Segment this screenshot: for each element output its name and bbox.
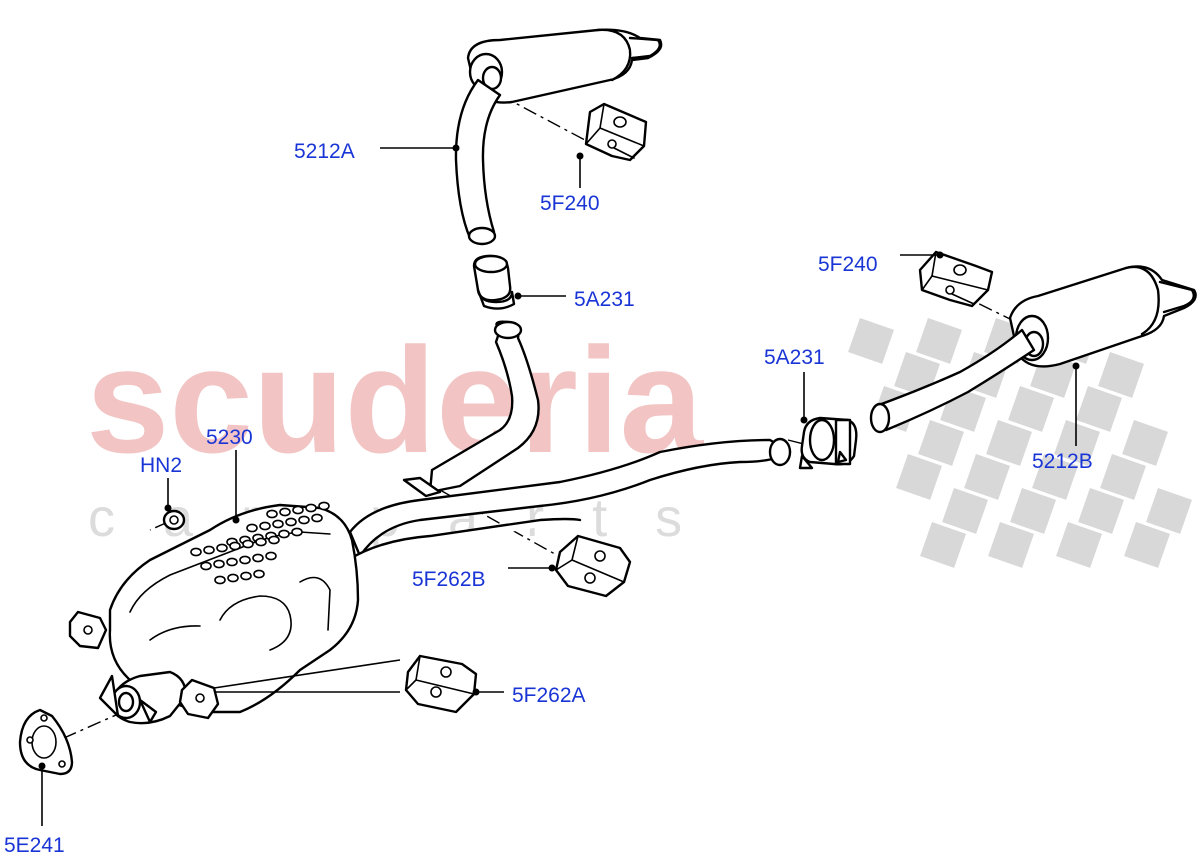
heat-shield-hole <box>240 571 252 581</box>
callout-clamp-upper: 5A231 <box>574 288 635 311</box>
watermark-checker-cell <box>920 522 966 568</box>
catalytic-converter <box>98 501 360 725</box>
callout-catalytic-converter: 5230 <box>206 426 253 449</box>
heat-shield-hole <box>265 551 277 561</box>
converter-heat-shield-holes <box>190 501 330 585</box>
heat-shield-hole <box>203 545 215 555</box>
watermark-checker-cell <box>1098 352 1144 398</box>
heat-shield-hole <box>266 509 278 519</box>
watermark: scuderia car parts <box>86 316 1192 568</box>
watermark-checker-cell <box>1078 488 1124 534</box>
watermark-checker-cell <box>1008 386 1054 432</box>
callout-gasket: 5E241 <box>4 834 65 857</box>
watermark-checker-cell <box>1100 454 1146 500</box>
insulator-right <box>918 250 994 308</box>
heat-shield-hole <box>272 519 284 529</box>
rear-muffler-left <box>454 28 663 246</box>
heat-shield-hole <box>268 535 280 545</box>
heat-shield-hole <box>239 555 251 565</box>
heat-shield-hole <box>242 539 254 549</box>
heat-shield-hole <box>190 547 202 557</box>
watermark-checker-cell <box>916 318 962 364</box>
watermark-checker-cell <box>1076 386 1122 432</box>
callout-labels: 5212A 5F240 5A231 5F240 5A231 5212B 5230… <box>4 140 1093 857</box>
heat-shield-hole <box>292 505 304 515</box>
heat-shield-hole <box>216 543 228 553</box>
heat-shield-hole <box>259 521 271 531</box>
intermediate-pipe <box>346 320 792 562</box>
callout-insulator-lower: 5F262A <box>512 684 586 707</box>
heat-shield-hole <box>252 553 264 563</box>
heat-shield-hole <box>229 541 241 551</box>
heat-shield-hole <box>214 575 226 585</box>
heat-shield-hole <box>227 573 239 583</box>
callout-insulator-center: 5F262B <box>412 568 486 591</box>
watermark-checker-cell <box>918 420 964 466</box>
watermark-checker-cell <box>896 454 942 500</box>
clamp-right <box>798 416 858 470</box>
heat-shield-hole <box>200 561 212 571</box>
heat-shield-hole <box>255 537 267 547</box>
watermark-checker-cell <box>1146 488 1192 534</box>
converter-insulator-left <box>68 610 108 650</box>
gasket <box>18 708 74 776</box>
heat-shield-hole <box>318 501 330 511</box>
callout-rear-pipe-b: 5212B <box>1032 450 1093 473</box>
watermark-checker-cell <box>942 488 988 534</box>
heat-shield-hole <box>285 517 297 527</box>
heat-shield-hole <box>311 513 323 523</box>
watermark-checker-cell <box>964 454 1010 500</box>
callout-nut: HN2 <box>140 454 182 477</box>
assembly-line-clamp-right <box>787 439 809 446</box>
heat-shield-hole <box>246 523 258 533</box>
callout-insulator-upper: 5F240 <box>540 192 600 215</box>
assembly-line-upper-insulator <box>499 94 601 149</box>
rear-muffler-right <box>869 265 1197 434</box>
heat-shield-hole <box>305 503 317 513</box>
heat-shield-hole <box>213 559 225 569</box>
converter-insulator-right <box>178 678 220 720</box>
heat-shield-hole <box>278 529 290 539</box>
heat-shield-hole <box>279 507 291 517</box>
insulator-lower <box>404 654 478 714</box>
callout-clamp-right: 5A231 <box>764 346 825 369</box>
watermark-brand-text: scuderia <box>86 316 705 484</box>
leader-lines <box>38 144 1080 826</box>
heat-shield-hole <box>298 515 310 525</box>
watermark-checker-cell <box>1124 522 1170 568</box>
callout-insulator-right: 5F240 <box>818 253 878 276</box>
heat-shield-hole <box>226 557 238 567</box>
watermark-checker-cell <box>1056 522 1102 568</box>
watermark-checker-cell <box>986 420 1032 466</box>
nut-hn2 <box>162 509 186 531</box>
insulator-upper <box>584 102 648 162</box>
heat-shield-hole <box>291 527 303 537</box>
clamp-upper <box>472 254 516 310</box>
watermark-checker-cell <box>848 318 894 364</box>
watermark-checker-cell <box>1122 420 1168 466</box>
heat-shield-hole <box>253 569 265 579</box>
callout-rear-pipe-a: 5212A <box>294 140 355 163</box>
watermark-checker-cell <box>1010 488 1056 534</box>
watermark-checker-cell <box>1032 454 1078 500</box>
watermark-checker-cell <box>1054 420 1100 466</box>
watermark-checker-cell <box>988 522 1034 568</box>
insulator-center <box>554 534 632 598</box>
